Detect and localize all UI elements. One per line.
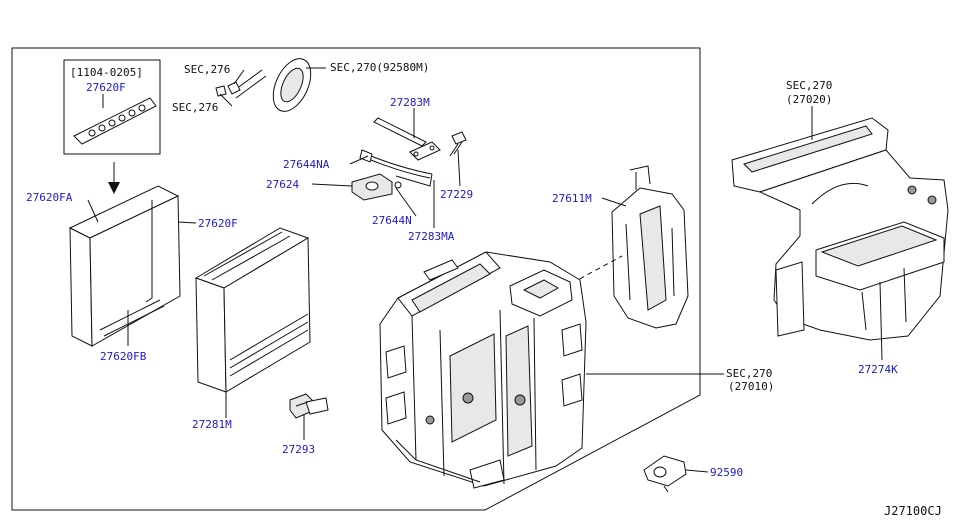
leader-lines <box>87 67 883 473</box>
right-assembly <box>731 117 949 341</box>
callout-27644N[interactable]: 27644N <box>372 214 412 227</box>
section-ref-27020: (27020) <box>786 93 832 106</box>
section-ref-sec270-92580M[interactable]: SEC,270(92580M) <box>330 61 429 74</box>
main-border <box>11 47 701 511</box>
duct-connector-part <box>215 58 312 112</box>
callout-27620FA[interactable]: 27620FA <box>26 191 73 204</box>
filter-case-part <box>68 185 181 347</box>
drawing-number: J27100CJ <box>884 504 942 518</box>
inset-strip <box>73 97 157 145</box>
sensor-part-27293 <box>289 393 329 419</box>
section-ref-sec276-b: SEC,276 <box>172 101 218 114</box>
section-ref-27010: (27010) <box>728 380 774 393</box>
arrow-down-icon <box>108 162 120 194</box>
callout-27281M[interactable]: 27281M <box>192 418 232 431</box>
callout-27274K[interactable]: 27274K <box>858 363 898 376</box>
section-ref-sec276-a: SEC,276 <box>184 63 230 76</box>
tube-part-27283M <box>373 117 441 161</box>
bolt-part-27229 <box>449 131 467 157</box>
inset-date-range: [1104-0205] <box>70 66 143 79</box>
section-ref-sec270-mid[interactable]: SEC,270 <box>726 367 772 380</box>
block-part-27624 <box>351 173 393 201</box>
section-ref-sec270-top[interactable]: SEC,270 <box>786 79 832 92</box>
callout-27229[interactable]: 27229 <box>440 188 473 201</box>
filter-element-part <box>194 227 311 393</box>
callout-27624[interactable]: 27624 <box>266 178 299 191</box>
callout-27620FB[interactable]: 27620FB <box>100 350 147 363</box>
callout-27644NA[interactable]: 27644NA <box>283 158 330 171</box>
callout-27620F[interactable]: 27620F <box>198 217 238 230</box>
callout-27283M[interactable]: 27283M <box>390 96 430 109</box>
callout-92590[interactable]: 92590 <box>710 466 743 479</box>
callout-27620F-inset[interactable]: 27620F <box>86 81 126 94</box>
clip-part-92590 <box>643 455 687 493</box>
callout-27283MA[interactable]: 27283MA <box>408 230 455 243</box>
callout-27293[interactable]: 27293 <box>282 443 315 456</box>
heater-unit-assembly <box>379 251 587 489</box>
cover-part-27611M <box>611 165 689 329</box>
inset-box <box>63 59 161 155</box>
pipe-part-27644NA <box>359 149 433 189</box>
callout-27611M[interactable]: 27611M <box>552 192 592 205</box>
